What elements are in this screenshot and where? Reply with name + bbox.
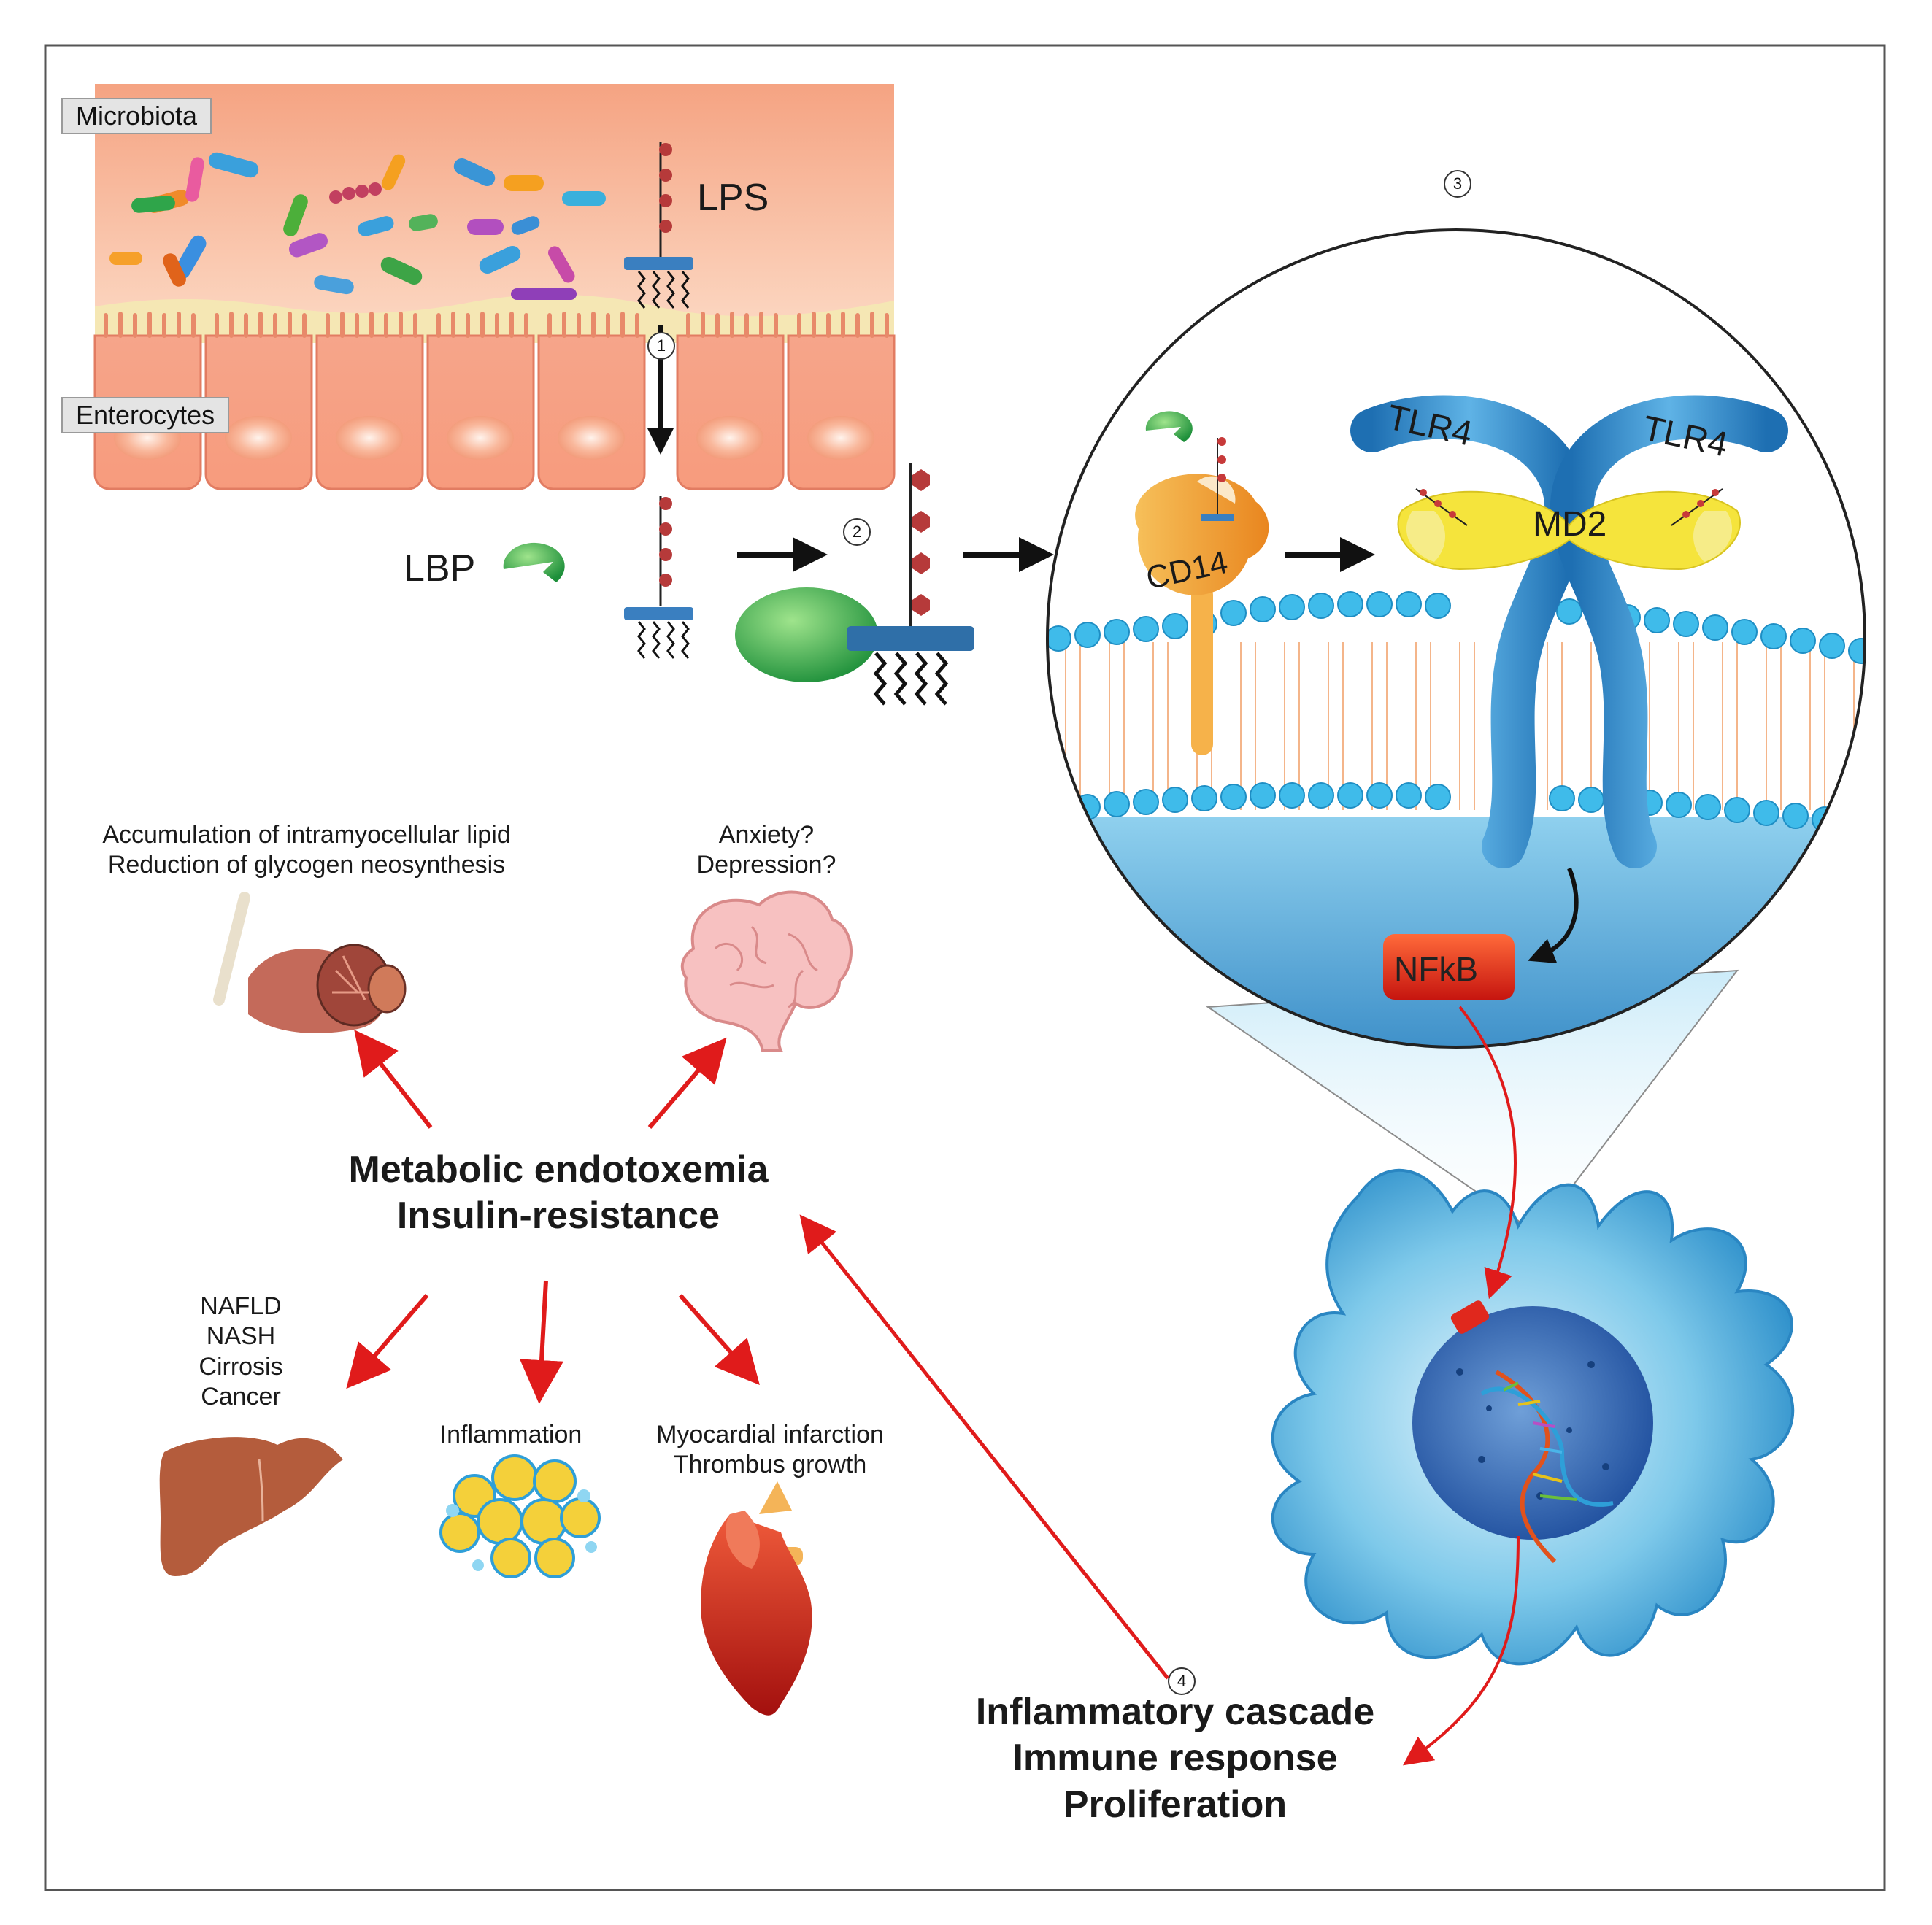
lps-molecule-lumen	[624, 142, 693, 309]
brain-effect-line-2: Depression?	[696, 851, 836, 879]
bacteria-cluster	[109, 152, 606, 300]
brain-effect-line-1: Anxiety?	[718, 821, 815, 849]
liver-effect-line-1: NAFLD	[200, 1292, 282, 1320]
lbp-protein	[503, 542, 565, 582]
immune-cell	[1271, 1168, 1795, 1666]
signaling-arrow	[1528, 867, 1579, 964]
nfkb-box	[1383, 934, 1515, 1000]
lbp-small	[1145, 411, 1193, 442]
muscle-effect-line-2: Reduction of glycogen neosynthesis	[107, 851, 506, 879]
lbp-lps-complex	[735, 463, 974, 706]
cd14-receptor	[1135, 437, 1269, 755]
step-2-marker: 2	[843, 518, 871, 546]
feedback-arrow	[799, 1214, 1169, 1680]
cascade-line-3: Proliferation	[1063, 1783, 1288, 1826]
liver-icon	[159, 1437, 343, 1576]
muscle-icon	[213, 892, 407, 1033]
cascade-arrow	[1403, 1535, 1520, 1766]
lps-label: LPS	[697, 177, 769, 219]
liver-effect-line-4: Cancer	[201, 1383, 281, 1411]
lps-molecule-free	[624, 496, 693, 659]
heart-effect-line-2: Thrombus growth	[673, 1451, 867, 1479]
cascade-line-2: Immune response	[1012, 1737, 1338, 1780]
effect-arrows	[346, 1030, 760, 1404]
heart-effect-text: Myocardial infarction Thrombus growth	[635, 1420, 905, 1481]
central-effect-text: Metabolic endotoxemia Insulin-resistance	[314, 1147, 803, 1240]
cascade-line-1: Inflammatory cascade	[975, 1691, 1375, 1733]
liver-effect-line-2: NASH	[206, 1322, 276, 1351]
brain-effect-text: Anxiety? Depression?	[657, 820, 876, 881]
nfkb-nuclear	[1450, 1300, 1490, 1334]
gut-lumen	[95, 84, 894, 343]
central-line-2: Insulin-resistance	[396, 1195, 720, 1238]
liver-effect-line-3: Cirrosis	[199, 1352, 283, 1381]
nfkb-translocation-arrow	[1458, 1006, 1517, 1300]
lbp-label: LBP	[404, 547, 476, 590]
heart-effect-line-1: Myocardial infarction	[656, 1421, 884, 1448]
central-line-1: Metabolic endotoxemia	[348, 1149, 769, 1191]
liver-effect-text: NAFLD NASH Cirrosis Cancer	[161, 1292, 321, 1413]
step-1-marker: 1	[647, 332, 675, 360]
md2-label: MD2	[1533, 505, 1607, 544]
brain-icon	[680, 890, 853, 1052]
adipose-icon	[439, 1454, 601, 1578]
enterocytes-row	[93, 312, 896, 490]
figure-frame	[44, 44, 1886, 1891]
tlr4-md2-complex	[1350, 395, 1788, 868]
heart-icon	[701, 1481, 812, 1716]
muscle-effect-text: Accumulation of intramyocellular lipid R…	[80, 820, 533, 881]
nfkb-label: NFkB	[1394, 950, 1478, 988]
cascade-text: Inflammatory cascade Immune response Pro…	[942, 1689, 1409, 1828]
muscle-effect-line-1: Accumulation of intramyocellular lipid	[102, 821, 511, 849]
step-4-marker: 4	[1168, 1667, 1196, 1695]
step-3-marker: 3	[1444, 170, 1471, 198]
microbiota-label: Microbiota	[61, 98, 212, 134]
enterocytes-label: Enterocytes	[61, 397, 230, 433]
adipose-effect-text: Inflammation	[439, 1421, 582, 1448]
